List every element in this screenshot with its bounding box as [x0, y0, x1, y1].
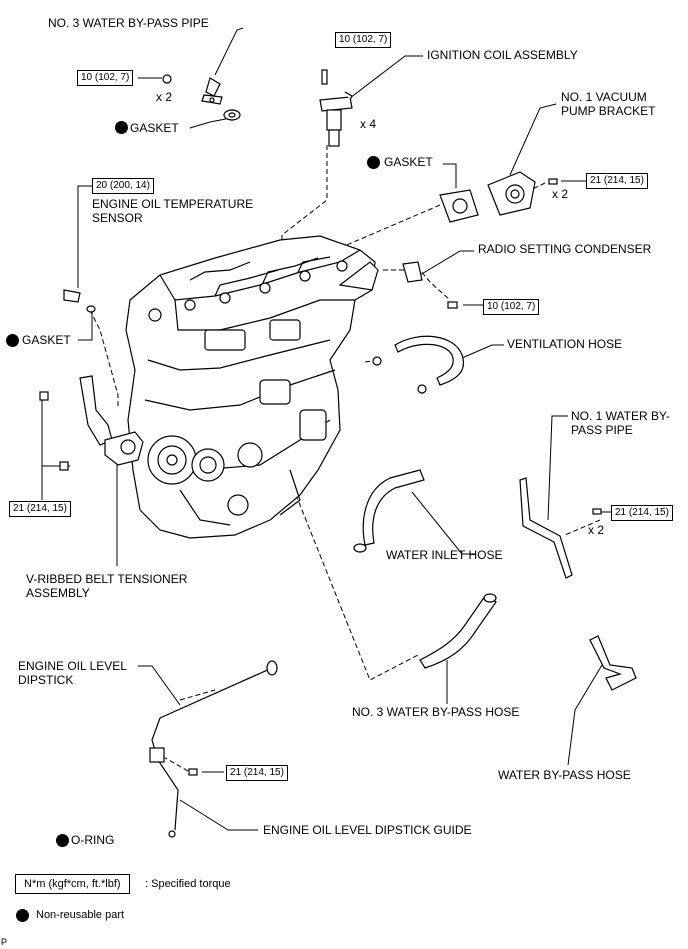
legend-torque-box: N*m (kgf*cm, ft.*lbf)	[15, 874, 130, 894]
leader-inlet-hose	[411, 491, 475, 555]
leader-dipstick-guide	[179, 799, 258, 831]
nonreusable-marker	[115, 121, 128, 134]
torque-box: 10 (102, 7)	[77, 70, 134, 86]
label-water-inlet-hose: WATER INLET HOSE	[386, 548, 503, 562]
leader-ignition-coil	[349, 55, 423, 99]
leader-no3-pipe	[214, 27, 244, 76]
torque-box: 10 (102, 7)	[335, 32, 392, 48]
quantity-label: x 4	[360, 117, 377, 131]
quantity-label: x 2	[552, 187, 569, 201]
label-engine-oil-level-dipstick-guide: ENGINE OIL LEVEL DIPSTICK GUIDE	[263, 823, 472, 837]
oil-temp-sensor-shape	[63, 289, 81, 303]
leader-condenser	[419, 250, 474, 276]
legend-torque-desc: : Specified torque	[145, 878, 231, 890]
label-ventilation-hose: VENTILATION HOSE	[507, 337, 623, 351]
ventilation-hose-shape	[394, 335, 464, 386]
label-ignition-coil-assembly: IGNITION COIL ASSEMBLY	[427, 48, 578, 62]
quantity-label: x 2	[588, 523, 605, 537]
engine-block	[125, 235, 379, 539]
label-no3-water-bypass-hose: NO. 3 WATER BY-PASS HOSE	[352, 705, 520, 719]
gasket-sensor-shape	[86, 305, 96, 313]
quantity-label: x 2	[156, 90, 173, 104]
torque-box: 21 (214, 15)	[226, 765, 288, 781]
leader-vacuum-bracket	[509, 103, 557, 176]
torque-box: 21 (214, 15)	[9, 501, 71, 517]
nonreusable-marker	[56, 834, 69, 847]
label-engine-oil-level-dipstick: ENGINE OIL LEVEL	[18, 659, 127, 673]
label-water-bypass-hose: WATER BY-PASS HOSE	[498, 768, 631, 782]
label-v-ribbed-belt-tensioner: V-RIBBED BELT TENSIONER	[26, 572, 188, 586]
label-o-ring: O-RING	[71, 833, 115, 847]
torque-box: 10 (102, 7)	[483, 299, 540, 315]
no3-water-bypass-pipe-shape	[201, 77, 223, 105]
label-no1-water-bypass-pipe: NO. 1 WATER BY-	[571, 409, 670, 423]
leader-bypass-hose	[567, 664, 603, 766]
ignition-coil-shape	[319, 69, 353, 147]
dipstick-guide-shape	[151, 717, 179, 831]
label-no1-water-bypass-pipe-line2: PASS PIPE	[571, 423, 633, 437]
torque-box: 21 (214, 15)	[611, 505, 673, 521]
nonreusable-marker	[367, 156, 380, 169]
belt-tensioner-shape	[39, 375, 144, 471]
label-radio-setting-condenser: RADIO SETTING CONDENSER	[478, 242, 652, 256]
label-no1-vacuum-pump-bracket-line2: PUMP BRACKET	[561, 104, 656, 118]
leader-no1-pipe	[547, 415, 568, 521]
dipstick-shape	[159, 667, 273, 719]
label-engine-oil-temperature-sensor-line2: SENSOR	[92, 211, 143, 225]
label-no3-water-bypass-pipe: NO. 3 WATER BY-PASS PIPE	[48, 16, 209, 30]
legend-nonreusable-desc: Non-reusable part	[36, 909, 125, 921]
bolt-bracket	[548, 178, 558, 185]
torque-box: 21 (214, 15)	[586, 173, 648, 189]
label-gasket-mid: GASKET	[384, 155, 433, 169]
label-no1-vacuum-pump-bracket: NO. 1 VACUUM	[561, 90, 647, 104]
condenser-shape	[402, 261, 423, 283]
corner-code: P	[1, 937, 8, 947]
legend-nonreusable-marker	[16, 909, 29, 922]
torque-box: 20 (200, 14)	[92, 178, 154, 194]
label-engine-oil-level-dipstick-line2: DIPSTICK	[18, 673, 74, 687]
label-v-ribbed-belt-tensioner-line2: ASSEMBLY	[26, 586, 90, 600]
no3-water-bypass-hose-shape	[419, 595, 497, 669]
label-gasket-left: GASKET	[22, 333, 71, 347]
no1-water-bypass-pipe-shape	[519, 477, 573, 579]
leader-vent-hose	[461, 344, 504, 359]
leader-dipstick	[138, 665, 181, 706]
label-engine-oil-temperature-sensor: ENGINE OIL TEMPERATURE	[92, 197, 254, 211]
water-bypass-hose-shape	[589, 635, 637, 691]
bolt-no3-pipe	[162, 74, 172, 84]
label-gasket-top: GASKET	[130, 121, 179, 135]
nonreusable-marker	[6, 334, 19, 347]
water-inlet-hose-shape	[362, 469, 425, 546]
